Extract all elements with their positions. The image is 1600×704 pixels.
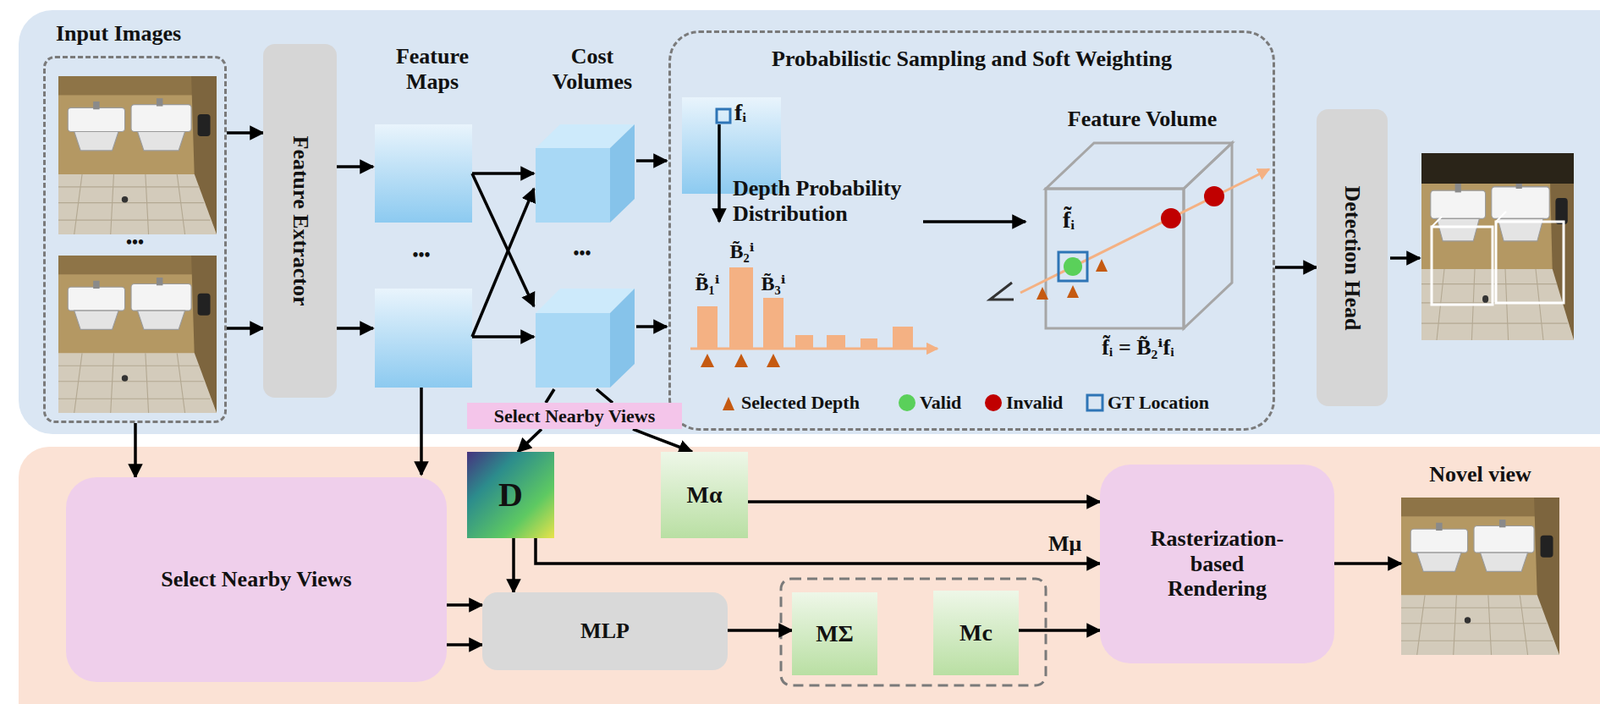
legend-shape: [1087, 395, 1103, 411]
text-label: B̃₁ⁱ: [690, 272, 725, 297]
node-label: Select Nearby Views: [494, 405, 656, 427]
legend-item: Selected Depth: [719, 391, 860, 414]
text-label: Depth Probability Distribution: [732, 175, 945, 227]
image-group: Input Images•••: [43, 55, 227, 424]
connector-arrow: [1275, 265, 1317, 270]
dashed-group: [780, 578, 1046, 686]
feature-volume: Feature Volume f̃ᵢ: [1040, 106, 1244, 330]
process-box: Rasterization-based Rendering: [1099, 464, 1335, 664]
process-box: Detection Head: [1316, 109, 1388, 407]
node-note: •••: [45, 233, 225, 251]
legend-item: Valid: [897, 391, 962, 414]
legend-symbol: [719, 393, 738, 413]
cost-volume-cube: [535, 124, 635, 388]
text-label: B̃₂ⁱ: [725, 240, 759, 264]
connector-arrow: [747, 500, 1100, 504]
node-label: MΣ: [815, 620, 854, 648]
connector-arrow: [446, 643, 483, 647]
feature-map: [374, 97, 781, 388]
connector-arrow: [133, 423, 138, 478]
node-label: Select Nearby Views: [160, 566, 352, 593]
node-label: Detection Head: [1339, 185, 1365, 330]
text-label: B̃₃ⁱ: [756, 272, 791, 297]
node-label: D: [498, 475, 523, 515]
connector-arrow: [1018, 628, 1100, 633]
legend-symbol: [897, 393, 917, 413]
legend-text: GT Location: [1107, 391, 1210, 414]
depth-map: D: [467, 451, 555, 539]
node-label: Mα: [686, 481, 722, 509]
map-box: Mc: [933, 590, 1019, 676]
process-box: Feature Extractor: [263, 43, 337, 398]
text-label: Feature Maps: [377, 43, 488, 95]
text-label: f̃ᵢ = B̃₂ⁱfᵢ: [1036, 335, 1240, 361]
connector-arrow: [727, 628, 792, 633]
node-label: Mc: [959, 619, 993, 647]
depth-histogram: [690, 267, 938, 368]
legend-shape: [984, 394, 1002, 412]
node-label: Probabilistic Sampling and Soft Weightin…: [670, 46, 1273, 72]
legend-text: Invalid: [1006, 391, 1063, 414]
map-box: Mα: [660, 451, 748, 539]
node-label: Novel view: [1384, 461, 1577, 488]
legend-text: Valid: [919, 391, 962, 414]
legend-item: Invalid: [984, 391, 1063, 414]
text-label: •••: [397, 245, 446, 265]
node-label: Input Images: [55, 21, 259, 47]
node-note: f̃ᵢ: [1062, 206, 1106, 234]
connector-arrow: [517, 428, 542, 452]
legend-shape: [722, 396, 735, 411]
legend-shape: [898, 394, 916, 412]
node-label: Feature Volume: [1040, 106, 1244, 132]
node-label: fᵢ: [734, 98, 777, 127]
connector-arrow: [535, 538, 1100, 564]
process-box: MLP: [482, 592, 728, 671]
background-band: [18, 10, 1600, 704]
legend-symbol: [1085, 393, 1105, 413]
node-label: Feature Extractor: [287, 136, 314, 307]
legend-symbol: [984, 393, 1003, 413]
connector-arrow: [1334, 561, 1402, 566]
process-box: Select Nearby Views: [65, 477, 447, 682]
connector-arrow: [446, 603, 483, 607]
flow-arrow: [336, 124, 1420, 475]
group-box: Probabilistic Sampling and Soft Weightin…: [668, 30, 1276, 431]
legend-text: Selected Depth: [741, 391, 860, 414]
text-label: •••: [558, 243, 606, 264]
tag-box: Select Nearby Views: [467, 402, 682, 429]
connector-arrow: [226, 131, 264, 135]
node-label: Rasterization-based Rendering: [1141, 526, 1294, 603]
edge-label: Mμ: [1045, 531, 1084, 557]
image-panel: Novel view: [1401, 461, 1560, 655]
text-label: Cost Volumes: [533, 43, 652, 95]
connector-arrow: [226, 326, 264, 330]
feature-volume-cube: [989, 142, 1270, 329]
map-box: MΣ: [791, 592, 878, 676]
node-label: MLP: [580, 618, 630, 644]
connector-arrow: [511, 538, 516, 593]
legend-item: GT Location: [1085, 391, 1210, 414]
connector-arrow: [632, 428, 693, 452]
